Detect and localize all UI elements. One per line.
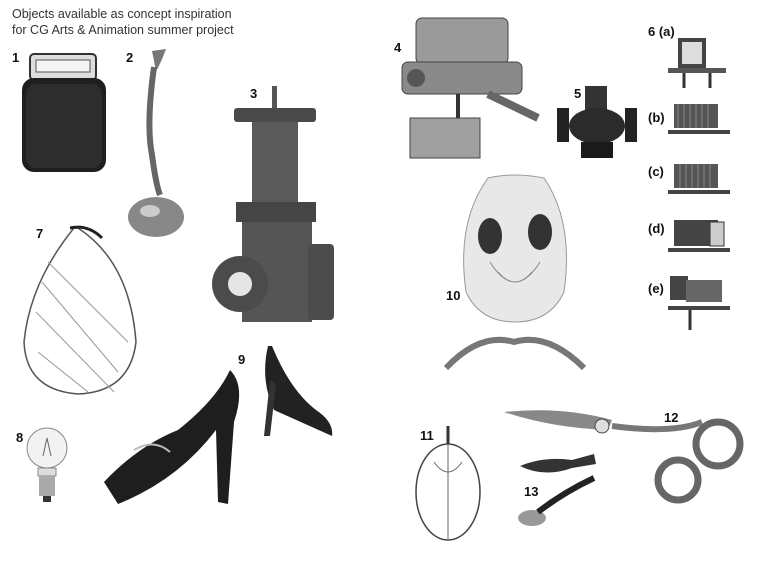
view-camera-a-icon bbox=[664, 34, 730, 90]
label-13: 13 bbox=[524, 484, 539, 499]
label-8: 8 bbox=[16, 430, 24, 445]
bud-vase-icon bbox=[126, 45, 191, 240]
label-6c: (c) bbox=[648, 164, 664, 179]
label-12: 12 bbox=[664, 410, 679, 425]
label-5: 5 bbox=[574, 86, 582, 101]
brushes-icon bbox=[514, 452, 606, 532]
label-6d: (d) bbox=[648, 221, 665, 236]
view-camera-b-icon bbox=[666, 98, 732, 142]
view-camera-d-icon bbox=[666, 214, 732, 264]
label-11: 11 bbox=[420, 428, 434, 443]
brake-master-cylinder-icon bbox=[398, 8, 548, 168]
ornate-vase-icon bbox=[440, 172, 590, 376]
hair-scissors-icon bbox=[502, 404, 760, 506]
title-line-2: for CG Arts & Animation summer project bbox=[12, 23, 234, 37]
control-valve-icon bbox=[555, 82, 640, 162]
sketched-pod-icon bbox=[18, 222, 140, 400]
label-7: 7 bbox=[36, 226, 44, 241]
label-6e: (e) bbox=[648, 281, 664, 296]
gate-valve-icon bbox=[212, 84, 337, 324]
label-2: 2 bbox=[126, 50, 134, 65]
label-9: 9 bbox=[238, 352, 246, 367]
title-line-1: Objects available as concept inspiration bbox=[12, 7, 232, 21]
label-3: 3 bbox=[250, 86, 258, 101]
seed-pod-engraving-icon bbox=[414, 422, 482, 544]
high-heel-shoe-icon bbox=[98, 362, 248, 510]
label-6a: 6 (a) bbox=[648, 24, 675, 39]
view-camera-c-icon bbox=[666, 158, 732, 202]
label-6b: (b) bbox=[648, 110, 665, 125]
label-10: 10 bbox=[446, 288, 461, 303]
view-camera-e-icon bbox=[666, 272, 732, 332]
light-bulb-icon bbox=[24, 426, 70, 508]
high-heel-shoe-side-icon bbox=[254, 340, 334, 442]
label-1: 1 bbox=[12, 50, 20, 65]
label-4: 4 bbox=[394, 40, 402, 55]
electric-shaver-icon bbox=[20, 52, 110, 174]
